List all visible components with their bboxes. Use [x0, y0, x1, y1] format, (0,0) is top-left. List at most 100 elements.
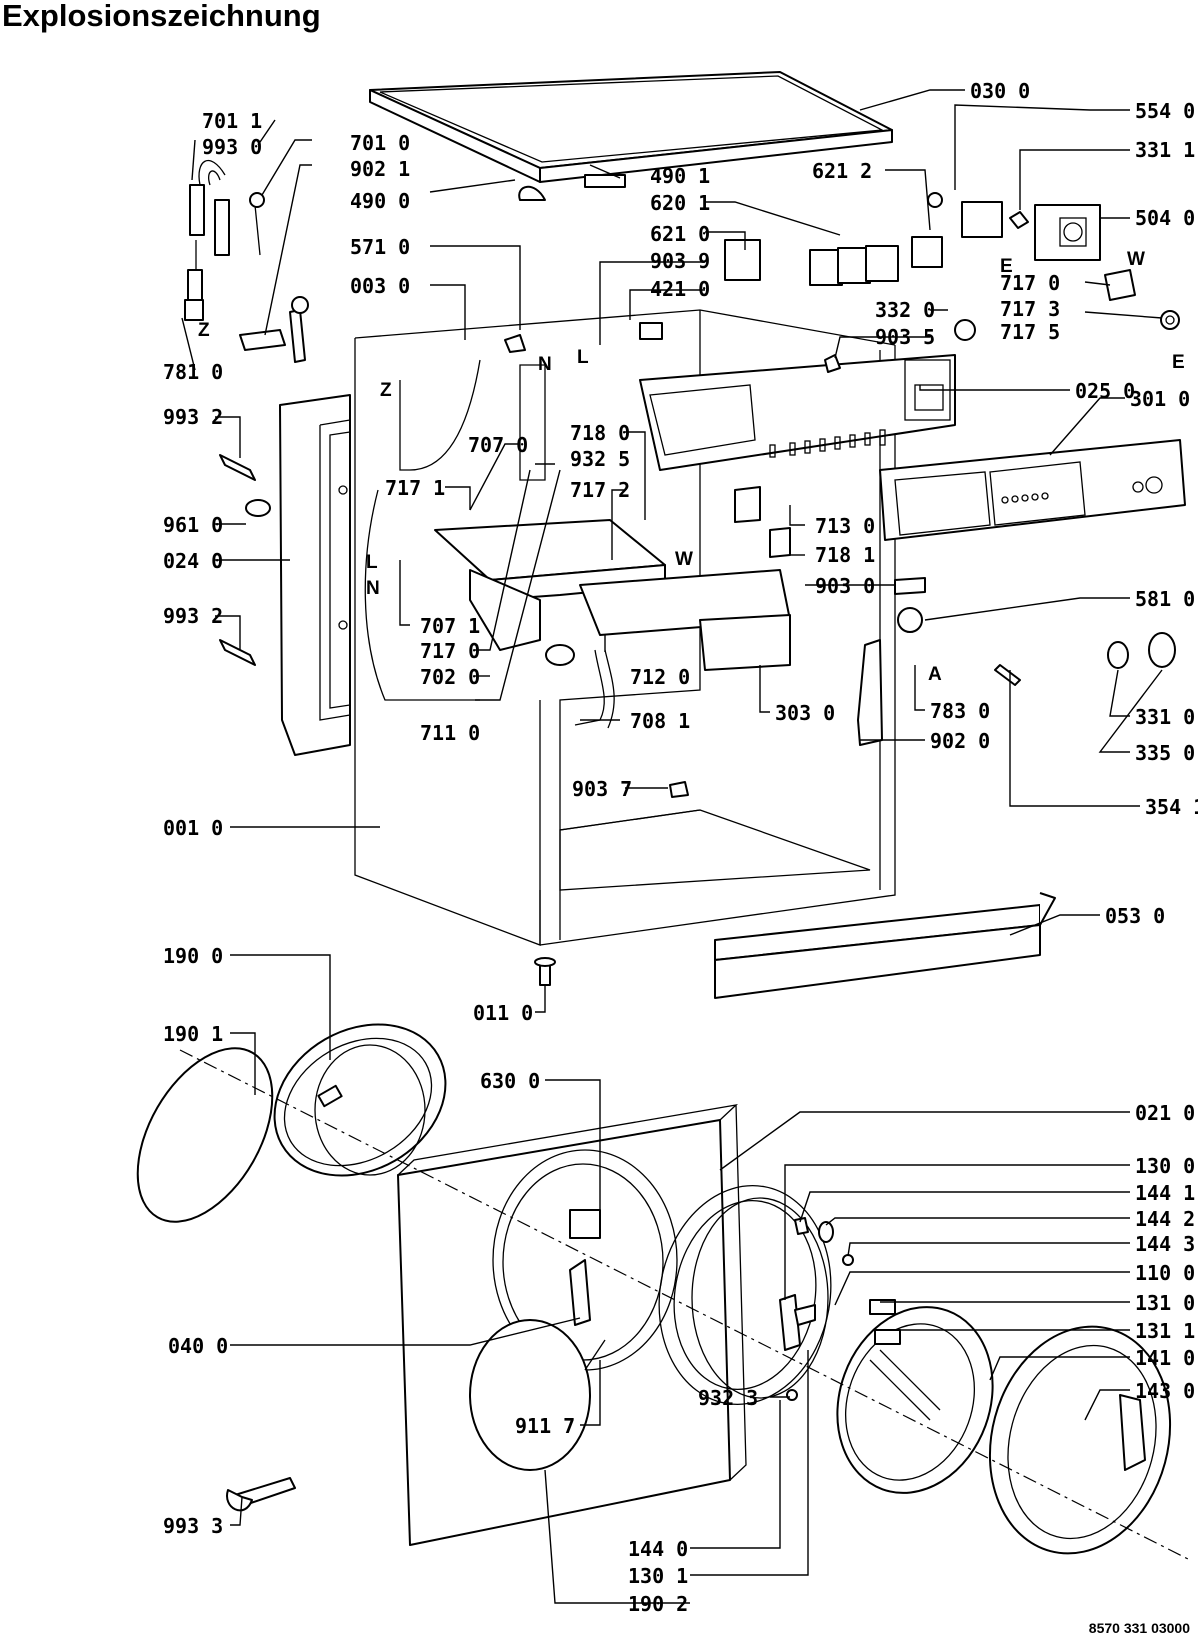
part-label-718-1: 718 1: [815, 543, 875, 567]
part-label-504-0: 504 0: [1135, 206, 1195, 230]
letter-markers: Z Z N L E W E L N W A: [198, 249, 1185, 685]
front-fascia-301: [879, 439, 1186, 541]
part-label-781-0: 781 0: [163, 360, 223, 384]
switch-modules-620: [809, 192, 1180, 330]
part-label-717-1: 717 1: [385, 476, 445, 500]
marker-a: A: [928, 664, 942, 685]
part-label-143-0: 143 0: [1135, 1379, 1195, 1403]
part-label-024-0: 024 0: [163, 549, 223, 573]
part-label-571-0: 571 0: [350, 235, 410, 259]
leader-lines: [181, 89, 1163, 1604]
part-label-190-2: 190 2: [628, 1592, 688, 1616]
part-label-581-0: 581 0: [1135, 587, 1195, 611]
back-panel-024: [279, 394, 351, 756]
marker-w-mid: W: [675, 549, 693, 570]
part-label-717-3: 717 3: [1000, 297, 1060, 321]
part-label-303-0: 303 0: [775, 701, 835, 725]
marker-l-mid: L: [366, 552, 378, 573]
part-label-331-1: 331 1: [1135, 138, 1195, 162]
door-glass-141: [836, 1306, 994, 1494]
part-label-130-0: 130 0: [1135, 1154, 1195, 1178]
part-label-190-1: 190 1: [163, 1022, 223, 1046]
part-label-490-0: 490 0: [350, 189, 410, 213]
part-label-701-0: 701 0: [350, 131, 410, 155]
part-label-707-1: 707 1: [420, 614, 480, 638]
part-label-131-1: 131 1: [1135, 1319, 1195, 1343]
part-label-335-0: 335 0: [1135, 741, 1195, 765]
part-label-708-1: 708 1: [630, 709, 690, 733]
part-label-021-0: 021 0: [1135, 1101, 1195, 1125]
part-label-993-0: 993 0: [202, 135, 262, 159]
document-number: 8570 331 03000: [1088, 1620, 1190, 1636]
part-label-911-7: 911 7: [515, 1414, 575, 1438]
part-label-301-0: 301 0: [1130, 387, 1190, 411]
marker-e-right: E: [1172, 352, 1185, 373]
part-label-144-2: 144 2: [1135, 1207, 1195, 1231]
part-label-131-0: 131 0: [1135, 1291, 1195, 1315]
part-label-001-0: 001 0: [163, 816, 223, 840]
part-label-354-1: 354 1: [1145, 795, 1198, 819]
part-label-053-0: 053 0: [1105, 904, 1165, 928]
part-label-903-9: 903 9: [650, 249, 710, 273]
part-label-702-0: 702 0: [420, 665, 480, 689]
part-label-630-0: 630 0: [480, 1069, 540, 1093]
door-gasket-190: [136, 1023, 447, 1223]
part-label-141-0: 141 0: [1135, 1346, 1195, 1370]
marker-w-top: W: [1127, 249, 1145, 270]
part-label-554-0: 554 0: [1135, 99, 1195, 123]
marker-z-left: Z: [198, 320, 210, 341]
part-label-130-1: 130 1: [628, 1564, 688, 1588]
front-panel-021: [397, 1103, 747, 1546]
part-label-490-1: 490 1: [650, 164, 710, 188]
part-label-993-2-bottom: 993 2: [163, 604, 223, 628]
part-label-902-1: 902 1: [350, 157, 410, 181]
part-label-011-0: 011 0: [473, 1001, 533, 1025]
page-title: Explosionszeichnung: [2, 0, 321, 33]
part-label-903-7: 903 7: [572, 777, 632, 801]
part-label-993-2-top: 993 2: [163, 405, 223, 429]
part-label-712-0: 712 0: [630, 665, 690, 689]
hinge-parts: [786, 1217, 901, 1401]
part-label-621-0: 621 0: [650, 222, 710, 246]
part-label-717-0-top: 717 0: [1000, 271, 1060, 295]
part-label-190-0: 190 0: [163, 944, 223, 968]
part-label-332-0: 332 0: [875, 298, 935, 322]
marker-n-mid: N: [366, 578, 380, 599]
part-label-903-0: 903 0: [815, 574, 875, 598]
part-label-144-1: 144 1: [1135, 1181, 1195, 1205]
part-label-717-5: 717 5: [1000, 320, 1060, 344]
part-label-783-0: 783 0: [930, 699, 990, 723]
door-frame-130: [658, 1185, 832, 1405]
part-label-421-0: 421 0: [650, 277, 710, 301]
top-cover-030: [369, 71, 893, 183]
marker-e-top: E: [1000, 256, 1013, 277]
part-label-030-0: 030 0: [970, 79, 1030, 103]
control-frame-025: [639, 354, 956, 471]
inlet-hoses-993: [184, 160, 309, 363]
part-label-717-0-mid: 717 0: [420, 639, 480, 663]
part-label-025-0: 025 0: [1075, 379, 1135, 403]
part-labels: 701 1 993 0 701 0 902 1 490 0 490 1 030 …: [163, 79, 1198, 1616]
part-label-932-5: 932 5: [570, 447, 630, 471]
part-label-707-0: 707 0: [468, 433, 528, 457]
part-label-932-3: 932 3: [698, 1386, 758, 1410]
marker-z-cabinet: Z: [380, 380, 392, 401]
part-label-003-0: 003 0: [350, 274, 410, 298]
part-label-717-2: 717 2: [570, 478, 630, 502]
part-label-040-0: 040 0: [168, 1334, 228, 1358]
part-label-711-0: 711 0: [420, 721, 480, 745]
door-ring-143: [988, 1325, 1172, 1555]
small-parts: [219, 174, 1176, 1512]
part-label-903-5: 903 5: [875, 325, 935, 349]
part-label-718-0: 718 0: [570, 421, 630, 445]
part-label-620-1: 620 1: [650, 191, 710, 215]
part-label-993-3: 993 3: [163, 1514, 223, 1538]
base-strip-053: [714, 892, 1056, 999]
part-label-144-0: 144 0: [628, 1537, 688, 1561]
part-label-331-0: 331 0: [1135, 705, 1195, 729]
part-label-701-1: 701 1: [202, 109, 262, 133]
part-label-713-0: 713 0: [815, 514, 875, 538]
part-label-902-0: 902 0: [930, 729, 990, 753]
part-label-621-2: 621 2: [812, 159, 872, 183]
part-label-110-0: 110 0: [1135, 1261, 1195, 1285]
